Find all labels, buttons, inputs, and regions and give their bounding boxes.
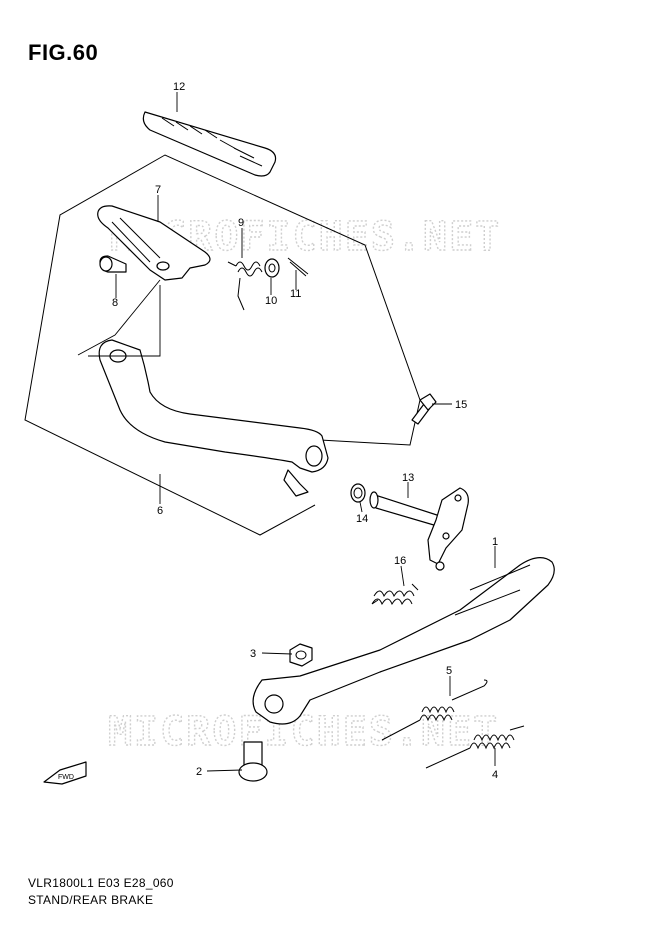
part-5-spring (381, 679, 488, 741)
leader-lines (77, 92, 496, 772)
callout-12: 12 (173, 81, 185, 93)
callout-8: 8 (112, 297, 118, 309)
assembly-boundary (24, 154, 421, 536)
part-8-pin (99, 255, 127, 273)
figure-title: FIG.60 (28, 40, 99, 65)
callout-14: 14 (356, 513, 368, 525)
part-10-washer (264, 258, 280, 278)
part-2-pivot-bolt (238, 741, 268, 782)
svg-text:FWD: FWD (58, 774, 74, 781)
callout-13: 13 (402, 472, 414, 484)
part-15-bolt (411, 393, 437, 425)
part-12-pedal-rubber (142, 111, 277, 177)
part-11-cotter-pin (287, 257, 309, 277)
callout-15: 15 (455, 399, 467, 411)
part-14-o-ring (350, 483, 366, 503)
watermark-bottom: MICROFICHES.NET (108, 709, 499, 755)
callout-10: 10 (265, 295, 277, 307)
forward-direction-arrow-icon: FWD (43, 761, 87, 785)
callout-16: 16 (394, 555, 406, 567)
model-code: VLR1800L1 E03 E28_060 (28, 876, 174, 890)
callout-6: 6 (157, 505, 163, 517)
callout-11: 11 (290, 288, 301, 300)
callout-7: 7 (155, 184, 161, 196)
callout-9: 9 (238, 217, 244, 229)
callout-3: 3 (250, 648, 256, 660)
callout-4: 4 (492, 769, 498, 781)
part-13-shaft-lever (369, 487, 469, 571)
part-1-side-stand (252, 557, 555, 725)
part-6-brake-pedal (98, 339, 329, 497)
part-16-spring (371, 583, 419, 606)
part-7-pedal-plate (97, 205, 211, 281)
section-title: STAND/REAR BRAKE (28, 893, 154, 907)
callout-2: 2 (196, 766, 202, 778)
part-4-spring (425, 725, 525, 769)
part-3-nut (289, 643, 313, 667)
part-9-spring (227, 261, 263, 311)
callout-5: 5 (446, 665, 452, 677)
callout-1: 1 (492, 536, 498, 548)
